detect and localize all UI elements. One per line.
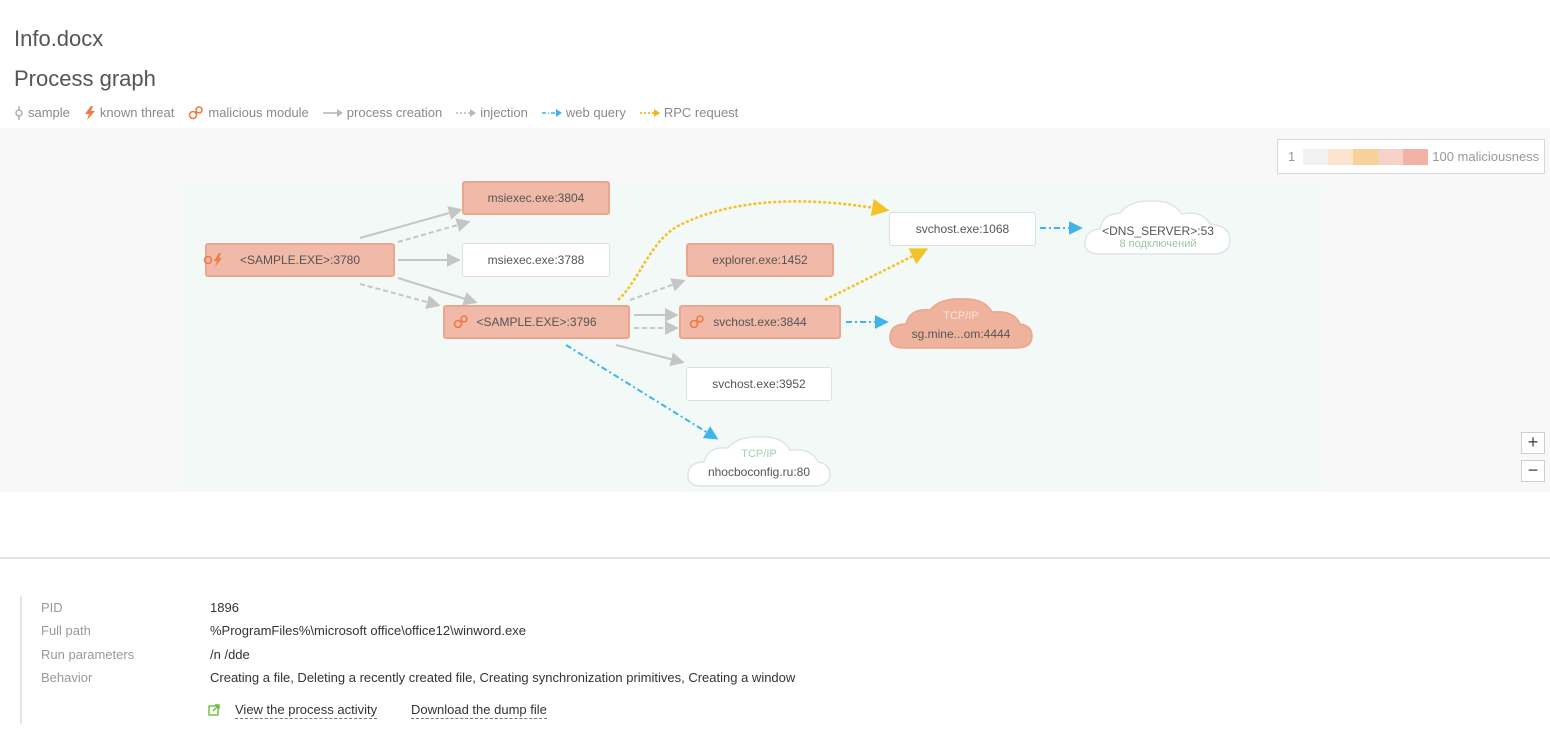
- cloud-connections: 8 подключений: [1119, 238, 1197, 250]
- graph-node-svchost-3952[interactable]: svchost.exe:3952: [686, 367, 832, 401]
- network-node-sg-mine[interactable]: TCP/IP sg.mine...om:4444: [888, 296, 1034, 350]
- cloud-address: sg.mine...om:4444: [911, 327, 1011, 341]
- cloud-address: <DNS_SERVER>:53: [1102, 224, 1214, 238]
- view-process-activity-link[interactable]: View the process activity: [235, 702, 378, 719]
- legend-item-known-threat: known threat: [84, 105, 174, 120]
- process-creation-arrow-icon: [322, 108, 343, 117]
- graph-node-svchost-3844[interactable]: svchost.exe:3844: [679, 305, 841, 339]
- detail-label: Behavior: [41, 670, 93, 685]
- page-title: Info.docx: [14, 26, 104, 51]
- scale-swatch: [1403, 148, 1429, 165]
- legend-item-rpc-request: RPC request: [639, 105, 739, 120]
- graph-node-msiexec-3804[interactable]: msiexec.exe:3804: [462, 181, 610, 215]
- cloud-icon: [889, 298, 1033, 349]
- node-label: <SAMPLE.EXE>:3796: [476, 315, 597, 329]
- cloud-address: nhocboconfig.ru:80: [707, 465, 811, 479]
- scale-swatch: [1378, 148, 1404, 165]
- detail-label: Full path: [41, 623, 91, 638]
- cloud-icon: [687, 436, 831, 487]
- node-label: msiexec.exe:3804: [487, 191, 585, 205]
- node-label: explorer.exe:1452: [712, 253, 808, 267]
- cloud-protocol: TCP/IP: [741, 448, 777, 460]
- external-link-icon[interactable]: [208, 704, 220, 716]
- legend-item-sample: sample: [14, 105, 70, 120]
- node-label: msiexec.exe:3788: [487, 253, 585, 267]
- node-label: <SAMPLE.EXE>:3780: [239, 253, 361, 267]
- rpc-request-arrow-icon: [639, 108, 660, 117]
- section-divider: [0, 557, 1550, 559]
- scale-swatch: [1303, 148, 1329, 165]
- scale-max-label: 100 maliciousness: [1432, 149, 1540, 164]
- network-node-dns-server[interactable]: <DNS_SERVER>:53 8 подключений: [1082, 196, 1234, 258]
- legend-label: process creation: [346, 105, 443, 120]
- injection-arrow-icon: [456, 108, 477, 117]
- legend-item-web-query: web query: [541, 105, 626, 120]
- detail-value: Creating a file, Deleting a recently cre…: [210, 670, 796, 685]
- download-dump-file-link[interactable]: Download the dump file: [411, 702, 547, 719]
- legend-item-process-creation: process creation: [322, 105, 443, 120]
- legend-label: RPC request: [663, 105, 739, 120]
- legend-label: web query: [565, 105, 626, 120]
- legend-item-injection: injection: [456, 105, 528, 120]
- detail-value: /n /dde: [210, 647, 250, 662]
- known-threat-icon: [203, 253, 222, 267]
- node-label: svchost.exe:3844: [713, 315, 807, 329]
- legend-item-malicious-module: malicious module: [188, 105, 309, 120]
- detail-label: Run parameters: [41, 647, 135, 662]
- legend-label: injection: [480, 105, 528, 120]
- node-label: svchost.exe:3952: [712, 377, 806, 391]
- graph-node-sample-3796[interactable]: <SAMPLE.EXE>:3796: [443, 305, 630, 339]
- scale-swatch: [1353, 148, 1379, 165]
- web-query-arrow-icon: [541, 108, 562, 117]
- legend-label: sample: [28, 105, 70, 120]
- maliciousness-scale: 1 100 maliciousness: [1277, 139, 1545, 174]
- detail-value: %ProgramFiles%\microsoft office\office12…: [210, 623, 526, 638]
- graph-node-sample-3780[interactable]: <SAMPLE.EXE>:3780: [203, 243, 395, 277]
- graph-node-svchost-1068[interactable]: svchost.exe:1068: [889, 212, 1036, 246]
- detail-label: PID: [41, 600, 63, 615]
- zoom-in-button[interactable]: +: [1521, 432, 1545, 454]
- detail-value: 1896: [210, 600, 239, 615]
- malicious-module-icon: [453, 315, 468, 329]
- scale-min-label: 1: [1288, 149, 1296, 164]
- section-title: Process graph: [14, 66, 156, 91]
- legend-label: malicious module: [208, 105, 309, 120]
- graph-node-explorer-1452[interactable]: explorer.exe:1452: [686, 243, 834, 277]
- known-threat-icon: [84, 105, 95, 120]
- scale-swatch: [1328, 148, 1354, 165]
- details-border: [20, 596, 22, 724]
- legend: sample known threat malicious module pro…: [14, 105, 752, 120]
- sample-icon: [15, 105, 23, 120]
- network-node-nhocboconfig[interactable]: TCP/IP nhocboconfig.ru:80: [686, 434, 832, 488]
- cloud-icon: [1084, 200, 1231, 255]
- malicious-module-icon: [689, 315, 704, 329]
- legend-label: known threat: [99, 105, 175, 120]
- graph-node-msiexec-3788[interactable]: msiexec.exe:3788: [462, 243, 610, 277]
- cloud-protocol: TCP/IP: [943, 310, 979, 322]
- zoom-out-button[interactable]: −: [1521, 460, 1545, 482]
- malicious-module-icon: [189, 105, 204, 119]
- node-label: svchost.exe:1068: [915, 222, 1010, 236]
